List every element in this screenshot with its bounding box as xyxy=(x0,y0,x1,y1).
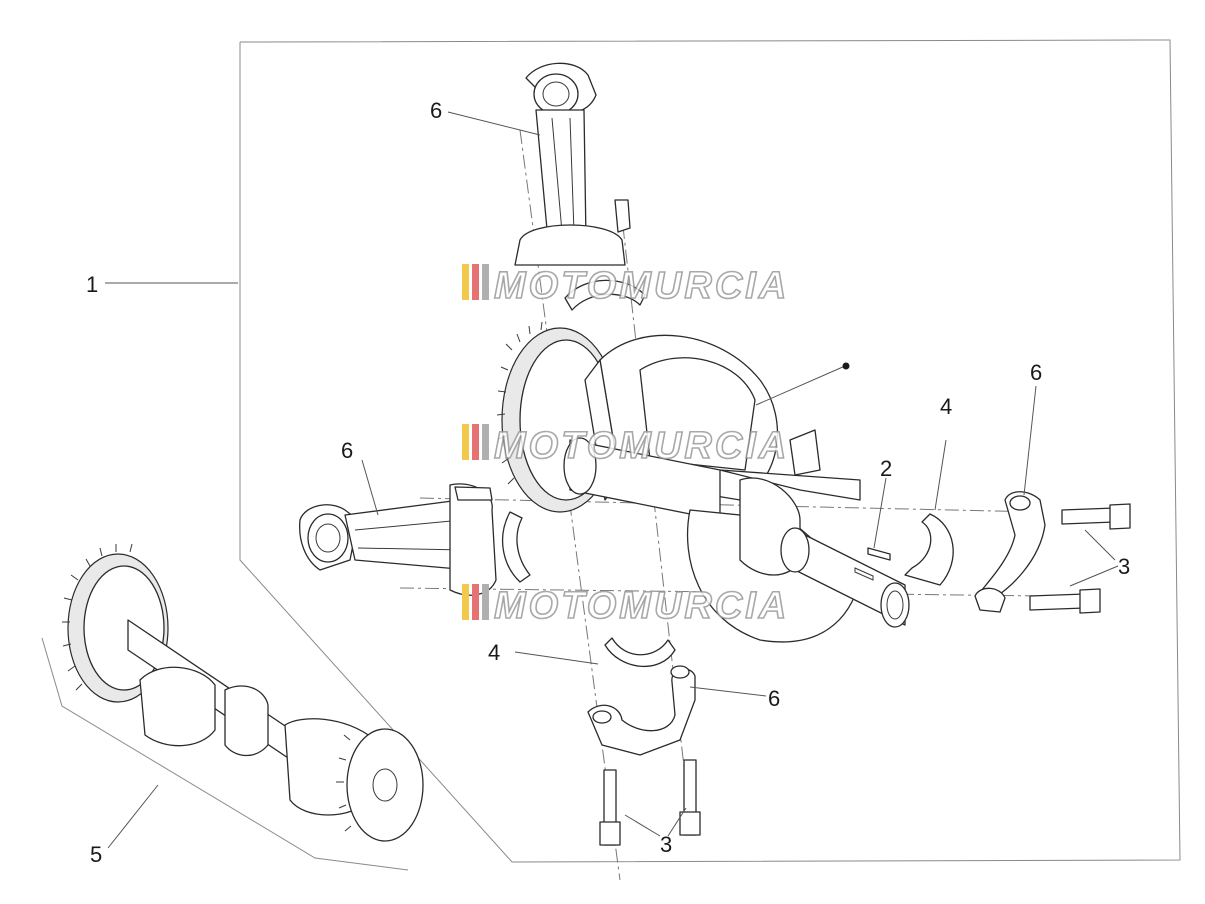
connecting-rod-upper xyxy=(514,62,631,266)
callout-6-left-rod: 6 xyxy=(341,438,353,463)
watermark-top: MOTOMURCIA xyxy=(462,264,789,308)
rod-cap-lower xyxy=(587,665,696,756)
callout-1: 1 xyxy=(86,272,98,297)
assembly-frame xyxy=(239,39,1181,863)
rod-bolts-lower xyxy=(599,759,701,846)
leader-lines xyxy=(105,111,1119,849)
rod-cap-right xyxy=(974,491,1046,613)
connecting-rod-left xyxy=(299,483,497,596)
watermark-bottom: MOTOMURCIA xyxy=(462,584,789,628)
callout-6-upper-rod: 6 xyxy=(430,98,442,123)
crankshaft xyxy=(496,321,910,643)
callout-4-right-shell: 4 xyxy=(940,394,952,419)
bearing-shell-lower xyxy=(604,637,676,667)
callout-numbers: 1 6 6 2 4 6 3 4 6 3 5 xyxy=(86,98,1130,867)
watermark-middle: MOTOMURCIA xyxy=(462,424,789,468)
callout-3-right-bolts: 3 xyxy=(1118,554,1130,579)
balance-shaft xyxy=(62,543,424,842)
bearing-shell-left xyxy=(502,511,531,583)
callout-6-right-cap: 6 xyxy=(1030,360,1042,385)
woodruff-key xyxy=(867,547,891,561)
bearing-shell-upper xyxy=(564,279,646,311)
balance-shaft-frame xyxy=(41,637,409,871)
balance-shaft-gear-small xyxy=(336,728,424,842)
callout-4-lower-shell: 4 xyxy=(488,640,500,665)
callout-6-lower-cap: 6 xyxy=(768,686,780,711)
rod-bolts-right xyxy=(1029,503,1131,614)
bearing-shell-right xyxy=(904,513,954,586)
watermark-text: MOTOMURCIA xyxy=(494,265,789,307)
callout-2: 2 xyxy=(880,456,892,481)
watermark-text: MOTOMURCIA xyxy=(494,425,789,467)
callout-5: 5 xyxy=(90,842,102,867)
callout-3-lower-bolts: 3 xyxy=(660,832,672,857)
watermark-text: MOTOMURCIA xyxy=(494,585,789,627)
reference-dot xyxy=(842,362,850,370)
